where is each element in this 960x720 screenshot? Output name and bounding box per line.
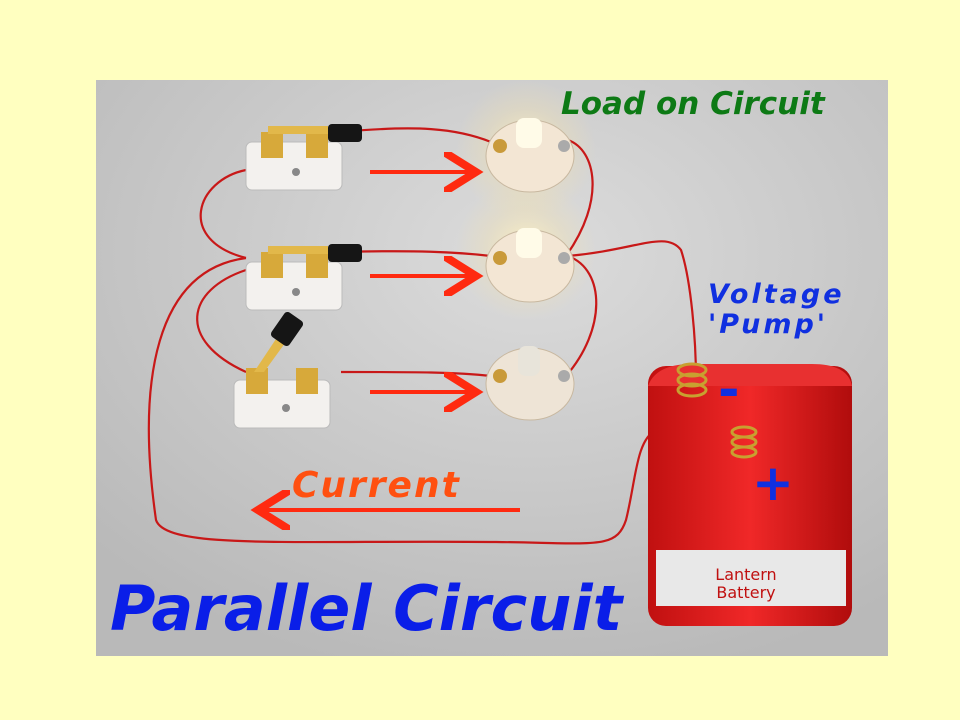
lantern-battery: Lantern Battery bbox=[648, 362, 852, 626]
voltage-pump-label: Voltage 'Pump' bbox=[708, 280, 845, 340]
switch-middle bbox=[245, 244, 362, 311]
voltage-label-line1: Voltage bbox=[708, 279, 845, 310]
bulb-holder-middle bbox=[485, 228, 575, 303]
circuit-photo: Lantern Battery Load on Circuit Voltage … bbox=[96, 80, 888, 656]
positive-terminal-label: + bbox=[752, 454, 794, 512]
current-arrows bbox=[262, 172, 520, 510]
switch-top bbox=[245, 124, 362, 191]
battery-spring-positive bbox=[730, 425, 758, 459]
bulb-holder-top bbox=[485, 118, 575, 193]
switch-bottom-open bbox=[233, 311, 331, 429]
voltage-label-line2: 'Pump' bbox=[708, 309, 829, 340]
battery-text-line2: Battery bbox=[716, 583, 775, 602]
negative-terminal-label: - bbox=[718, 360, 740, 420]
bulb-holder-bottom bbox=[485, 346, 575, 421]
current-label: Current bbox=[292, 465, 461, 506]
wires bbox=[147, 127, 698, 545]
battery-spring-negative bbox=[676, 362, 708, 398]
load-on-circuit-label: Load on Circuit bbox=[561, 86, 825, 122]
battery-text-line1: Lantern bbox=[715, 565, 776, 584]
page-title: Parallel Circuit bbox=[110, 572, 623, 645]
circuit-illustration: Lantern Battery bbox=[96, 80, 888, 656]
